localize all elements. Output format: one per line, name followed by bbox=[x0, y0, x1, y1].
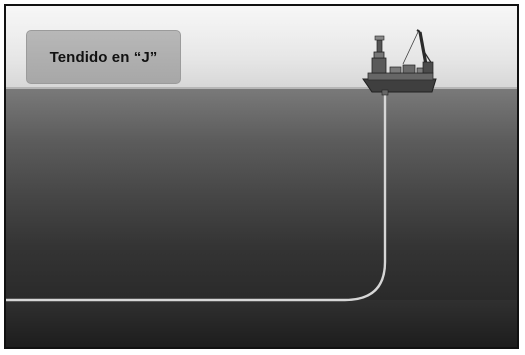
pipeline bbox=[6, 88, 387, 302]
crane-cable bbox=[402, 31, 419, 65]
vessel-deck bbox=[367, 72, 434, 81]
pipe-exit bbox=[381, 89, 389, 96]
sea-water bbox=[6, 88, 517, 300]
pipelay-vessel bbox=[362, 29, 437, 96]
vessel-bridge-top bbox=[373, 51, 385, 59]
vessel-tower bbox=[376, 39, 383, 53]
crane-base bbox=[422, 61, 434, 74]
vessel-bridge bbox=[371, 57, 387, 74]
vessel-hull bbox=[362, 78, 437, 93]
deck-module bbox=[389, 66, 402, 74]
vessel-radar bbox=[374, 35, 385, 41]
pipelay-scene: Tendido en “J” bbox=[6, 6, 517, 347]
diagram-title: Tendido en “J” bbox=[49, 48, 158, 66]
crane-boom-tip bbox=[416, 29, 421, 33]
diagram-frame: Tendido en “J” bbox=[4, 4, 519, 349]
deck-module bbox=[402, 64, 416, 74]
vessel-and-pipeline-overlay bbox=[6, 29, 437, 302]
seabed bbox=[6, 300, 517, 347]
sea-surface bbox=[6, 87, 517, 89]
diagram-title-box: Tendido en “J” bbox=[26, 30, 181, 84]
